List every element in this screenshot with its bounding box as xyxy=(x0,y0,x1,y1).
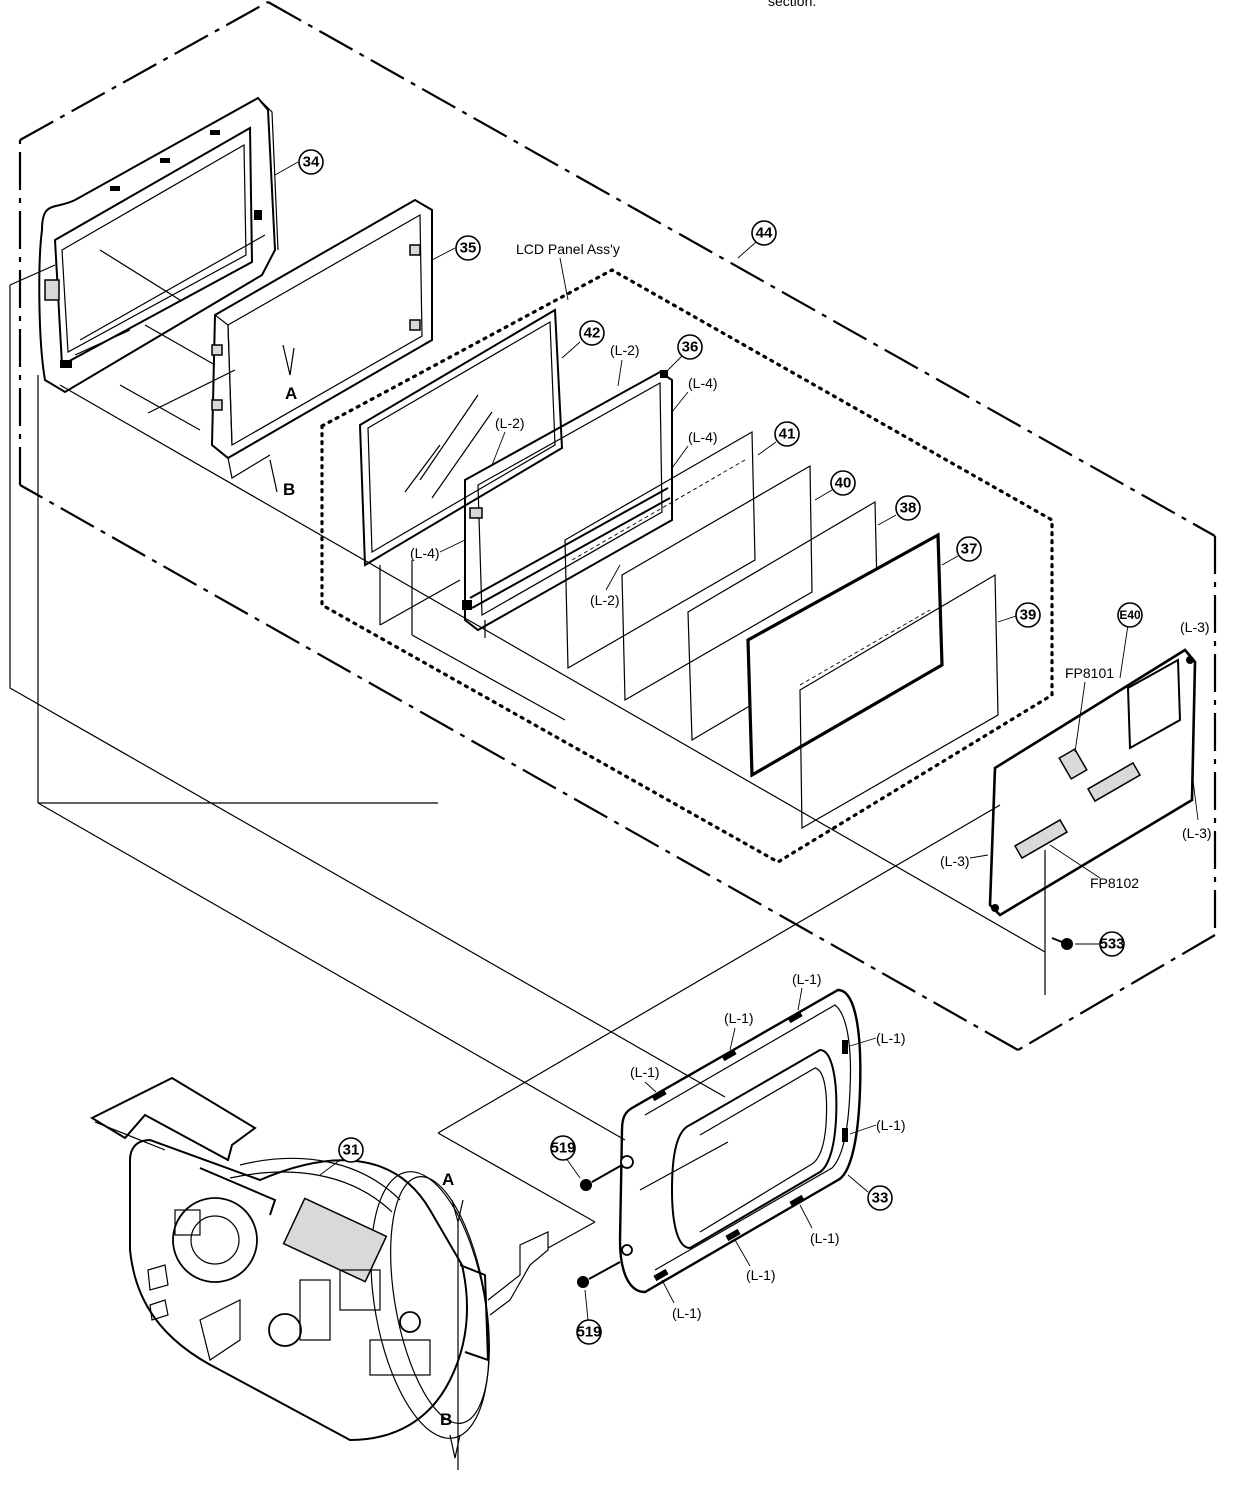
svg-text:(L-4): (L-4) xyxy=(688,429,718,445)
svg-text:B: B xyxy=(440,1410,452,1429)
callout-33: 33 xyxy=(847,1174,893,1211)
part-37-lcd xyxy=(746,532,944,778)
part-36-lcd-frame xyxy=(462,370,673,638)
lock-label-l3-right: (L-3) xyxy=(1182,771,1212,841)
view-marker-a-bottom: A xyxy=(442,1170,464,1470)
callout-36: 36 xyxy=(667,334,703,371)
section-text-fragment: section. xyxy=(768,0,816,9)
part-39-sheet xyxy=(799,573,999,830)
svg-text:(L-1): (L-1) xyxy=(630,1064,660,1080)
lock-label-l3-top: (L-3) xyxy=(1180,619,1210,635)
svg-text:(L-1): (L-1) xyxy=(672,1305,702,1321)
svg-text:(L-2): (L-2) xyxy=(610,342,640,358)
part-42-glass xyxy=(358,308,564,626)
lock-label-l4-top: (L-4) xyxy=(671,375,718,413)
part-31-body xyxy=(89,1076,549,1442)
callout-41: 41 xyxy=(757,421,800,456)
part-33-cover xyxy=(618,988,862,1294)
svg-text:38: 38 xyxy=(900,500,917,517)
svg-text:(L-1): (L-1) xyxy=(746,1267,776,1283)
lock-label-l2-lower: (L-2) xyxy=(590,564,621,608)
callout-35: 35 xyxy=(431,235,481,261)
screw-519-upper: 519 xyxy=(550,1135,623,1191)
view-marker-b-bottom: B xyxy=(440,1410,461,1459)
svg-text:(L-1): (L-1) xyxy=(810,1230,840,1246)
svg-text:(L-3): (L-3) xyxy=(1180,619,1210,635)
lock-label-l2-top: (L-2) xyxy=(610,342,640,387)
svg-text:A: A xyxy=(285,384,297,403)
svg-text:(L-1): (L-1) xyxy=(876,1117,906,1133)
part-40-sheet xyxy=(621,464,813,702)
assembly-boundary-44 xyxy=(18,1,1217,1051)
svg-text:(L-1): (L-1) xyxy=(724,1010,754,1026)
svg-text:36: 36 xyxy=(682,339,699,356)
svg-text:(L-4): (L-4) xyxy=(688,375,718,391)
svg-text:40: 40 xyxy=(835,475,852,492)
callout-39: 39 xyxy=(997,602,1041,628)
svg-text:31: 31 xyxy=(343,1142,360,1159)
callout-40: 40 xyxy=(814,470,856,501)
callout-e40: E40 xyxy=(1117,602,1143,679)
part-e40-board xyxy=(988,648,1197,917)
svg-text:37: 37 xyxy=(961,541,978,558)
lock-label-l3-left: (L-3) xyxy=(940,853,989,869)
svg-text:34: 34 xyxy=(303,154,320,171)
callout-31: 31 xyxy=(319,1137,364,1176)
svg-text:(L-4): (L-4) xyxy=(410,545,440,561)
svg-text:519: 519 xyxy=(550,1140,575,1157)
svg-text:35: 35 xyxy=(460,240,477,257)
svg-text:(L-3): (L-3) xyxy=(1182,825,1212,841)
svg-text:42: 42 xyxy=(584,325,601,342)
screw-519-lower: 519 xyxy=(576,1261,621,1345)
svg-text:39: 39 xyxy=(1020,607,1037,624)
svg-text:FP8102: FP8102 xyxy=(1090,875,1139,891)
svg-text:(L-1): (L-1) xyxy=(792,971,822,987)
connector-label-fp8102: FP8102 xyxy=(1049,844,1139,891)
lock-labels-l1: (L-1) (L-1) (L-1) (L-1) (L-1) (L-1) (L-1… xyxy=(630,971,906,1321)
connector-label-fp8101: FP8101 xyxy=(1065,665,1114,753)
lock-label-l4-left: (L-4) xyxy=(410,539,466,561)
projection-lines xyxy=(9,234,1046,1249)
part-35-frame xyxy=(210,198,433,479)
lock-label-l2-mid: (L-2) xyxy=(491,415,525,466)
svg-text:(L-2): (L-2) xyxy=(495,415,525,431)
callout-34: 34 xyxy=(274,149,324,176)
svg-text:(L-3): (L-3) xyxy=(940,853,970,869)
callout-38: 38 xyxy=(877,495,921,526)
lcd-panel-assy-label: LCD Panel Ass'y xyxy=(516,241,620,301)
svg-text:519: 519 xyxy=(576,1324,601,1341)
svg-text:LCD Panel Ass'y: LCD Panel Ass'y xyxy=(516,241,620,257)
part-34-bezel xyxy=(38,96,279,394)
svg-text:41: 41 xyxy=(779,426,796,443)
lcd-panel-assy-boundary xyxy=(320,268,1054,864)
callout-37: 37 xyxy=(941,536,982,566)
svg-text:33: 33 xyxy=(872,1190,889,1207)
callout-44: 44 xyxy=(737,220,777,259)
part-41-sheet xyxy=(411,430,756,721)
callout-42: 42 xyxy=(561,320,605,359)
svg-text:533: 533 xyxy=(1099,936,1124,953)
svg-text:(L-1): (L-1) xyxy=(876,1030,906,1046)
view-marker-a-top: A xyxy=(282,344,297,403)
svg-text:44: 44 xyxy=(756,225,773,242)
svg-text:E40: E40 xyxy=(1119,608,1141,622)
view-marker-b-top: B xyxy=(269,459,295,499)
lock-label-l4-mid: (L-4) xyxy=(671,429,718,469)
svg-text:B: B xyxy=(283,480,295,499)
screw-533: 533 xyxy=(1051,931,1125,957)
svg-text:FP8101: FP8101 xyxy=(1065,665,1114,681)
svg-text:A: A xyxy=(442,1170,454,1189)
svg-text:(L-2): (L-2) xyxy=(590,592,620,608)
